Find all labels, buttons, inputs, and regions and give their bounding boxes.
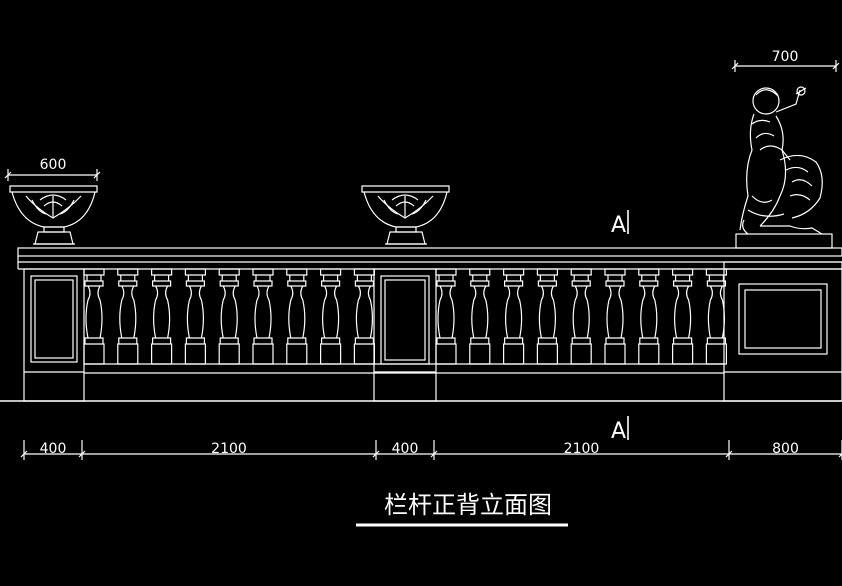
baluster (604, 268, 626, 365)
dimension-left-urn (4, 169, 101, 181)
svg-text:A: A (611, 419, 626, 444)
drawing-title: 栏杆正背立面图 (384, 491, 552, 519)
baluster (503, 268, 525, 365)
dimension-tick (372, 450, 380, 458)
baluster (218, 268, 240, 365)
dimension-label: 800 (772, 441, 799, 457)
right-pedestal (723, 261, 842, 402)
baluster (435, 268, 457, 365)
baluster (672, 268, 694, 365)
baluster (286, 268, 308, 365)
left-urn (9, 185, 98, 245)
middle-pier (373, 268, 437, 402)
baluster (184, 268, 206, 365)
dimension-label: 2100 (564, 441, 600, 457)
left-pier (23, 268, 85, 402)
bottom-dimension-chain: 400 2100 400 2100 800 (20, 440, 842, 460)
dimension-label-600: 600 (40, 157, 67, 173)
dimension-label: 400 (40, 441, 67, 457)
baluster (83, 268, 105, 365)
svg-text:A: A (611, 213, 626, 238)
dimension-tick (20, 450, 28, 458)
dimension-tick (430, 450, 438, 458)
dimension-label-700: 700 (772, 49, 799, 65)
dimension-tick (838, 453, 842, 458)
section-mark-bottom: A (611, 416, 629, 444)
middle-urn (361, 185, 450, 245)
cherub-statue (735, 86, 833, 249)
baluster (320, 268, 342, 365)
baluster (117, 268, 139, 365)
baluster (469, 268, 491, 365)
baluster (252, 268, 274, 365)
baluster (638, 268, 660, 365)
dimension-tick (725, 450, 733, 458)
top-coping (17, 247, 842, 270)
baluster (536, 268, 558, 365)
baluster (570, 268, 592, 365)
dimension-label: 400 (392, 441, 419, 457)
baluster-row (83, 268, 727, 365)
baluster (353, 268, 375, 365)
dimension-tick (78, 450, 86, 458)
baluster (151, 268, 173, 365)
dimension-label: 2100 (211, 441, 247, 457)
dimension-statue (731, 60, 840, 72)
baluster (705, 268, 727, 365)
section-mark-top: A (611, 210, 629, 238)
